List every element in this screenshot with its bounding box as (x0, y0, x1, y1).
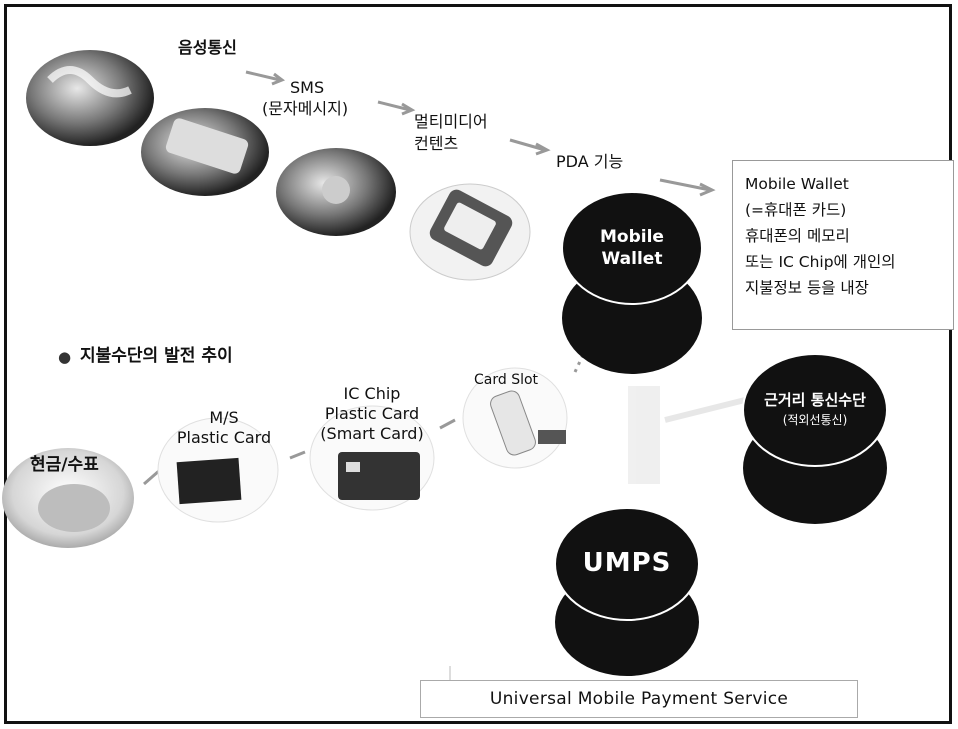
step-multimedia-label: 멀티미디어 (414, 112, 488, 131)
ms-card-image (157, 417, 279, 523)
ms-card-line2: Plastic Card (176, 428, 272, 447)
voice-globe-image (26, 50, 154, 146)
ms-card-label: M/S Plastic Card (172, 408, 276, 448)
info-line-2: (=휴대폰 카드) (745, 201, 847, 219)
info-line-5: 지불정보 등을 내장 (745, 279, 869, 297)
cash-coins-image (2, 448, 134, 548)
step-voice-label: 음성통신 (178, 38, 237, 57)
mobile-wallet-line2: Wallet (601, 249, 663, 269)
step-sms-sub-label: (문자메시지) (262, 99, 349, 118)
mobile-wallet-node (561, 191, 703, 374)
ic-card-label: IC Chip Plastic Card (Smart Card) (310, 384, 434, 444)
mobile-wallet-label: Mobile Wallet (580, 226, 684, 270)
step-pda-label: PDA 기능 (556, 152, 624, 171)
step-multimedia-sub-label: 컨텐츠 (414, 134, 459, 153)
ic-card-line1: IC Chip (343, 384, 401, 403)
umps-node (554, 507, 700, 676)
short-range-line1: 근거리 통신수단 (764, 391, 866, 409)
infrared-device-image (628, 386, 746, 484)
bullet-icon: ● (58, 348, 72, 366)
ms-card-line1: M/S (209, 408, 239, 427)
umps-label: UMPS (582, 548, 672, 578)
step-sms-label: SMS (290, 78, 325, 97)
short-range-label: 근거리 통신수단 (적외선통신) (745, 390, 885, 430)
card-slot-phone-image (462, 367, 568, 469)
ic-card-image (309, 405, 435, 511)
cash-label: 현금/수표 (30, 455, 99, 475)
payment-evolution-heading: 지불수단의 발전 추이 (80, 346, 233, 366)
pda-device-image (409, 183, 531, 281)
mobile-wallet-info-box: Mobile Wallet (=휴대폰 카드) 휴대폰의 메모리 또는 IC C… (732, 160, 954, 330)
umps-full-name-box: Universal Mobile Payment Service (420, 680, 858, 718)
ic-card-line3: (Smart Card) (320, 424, 424, 443)
short-range-node (742, 353, 888, 524)
info-line-4: 또는 IC Chip에 개인의 (745, 253, 896, 271)
multimedia-disc-image (276, 148, 396, 236)
mobile-wallet-line1: Mobile (600, 227, 664, 247)
short-range-line2: (적외선통신) (782, 413, 848, 427)
sms-phone-image (141, 108, 269, 196)
info-line-1: Mobile Wallet (745, 175, 849, 193)
info-line-3: 휴대폰의 메모리 (745, 227, 850, 245)
card-slot-label: Card Slot (474, 372, 539, 388)
ic-card-line2: Plastic Card (324, 404, 420, 423)
